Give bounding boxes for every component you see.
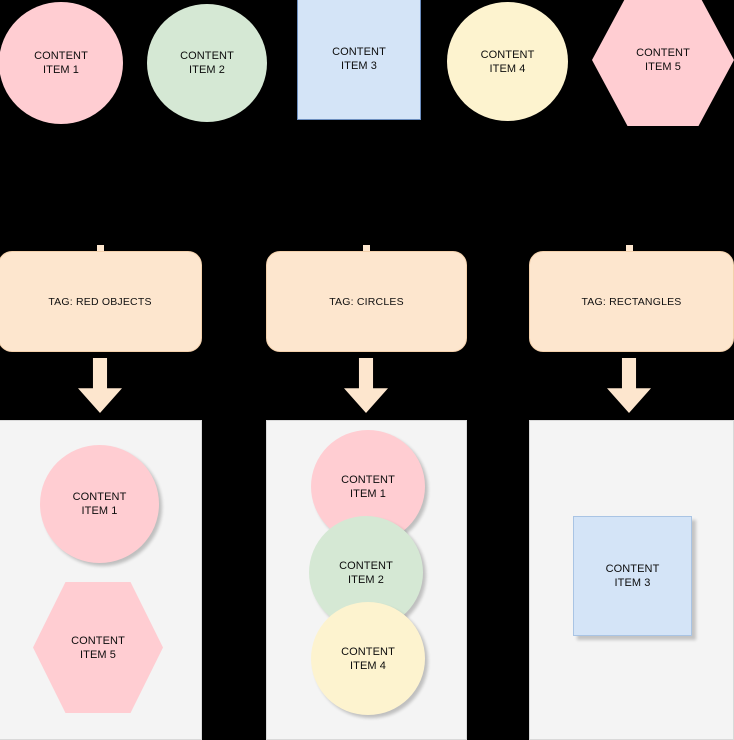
content-item-4-top[interactable]: CONTENT ITEM 4 xyxy=(447,2,568,121)
group-panel-red-objects: CONTENT ITEM 1 CONTENT ITEM 5 xyxy=(0,420,202,740)
group-panel-circles: CONTENT ITEM 1 CONTENT ITEM 2 CONTENT IT… xyxy=(266,420,467,740)
tag-box-red-objects[interactable]: TAG: RED OBJECTS xyxy=(0,251,202,352)
content-item-1-top-label: CONTENT ITEM 1 xyxy=(34,50,88,76)
tag-box-circles-label: TAG: CIRCLES xyxy=(329,295,404,308)
group-member-content-item-2-label: CONTENT ITEM 2 xyxy=(339,559,393,586)
arrow-down-circles xyxy=(344,358,388,413)
content-item-3-top[interactable]: CONTENT ITEM 3 xyxy=(297,0,421,120)
group-member-content-item-1[interactable]: CONTENT ITEM 1 xyxy=(40,445,159,563)
group-panel-rectangles: CONTENT ITEM 3 xyxy=(529,420,734,740)
content-item-5-top-label: CONTENT ITEM 5 xyxy=(636,47,690,73)
group-member-content-item-5-label: CONTENT ITEM 5 xyxy=(71,634,125,661)
arrow-down-red-objects xyxy=(78,358,122,413)
connector-stub-rectangles xyxy=(626,245,633,255)
tag-box-rectangles[interactable]: TAG: RECTANGLES xyxy=(529,251,734,352)
group-member-content-item-3-label: CONTENT ITEM 3 xyxy=(605,563,660,589)
group-member-content-item-4-label: CONTENT ITEM 4 xyxy=(341,645,395,672)
tag-box-circles[interactable]: TAG: CIRCLES xyxy=(266,251,467,352)
connector-stub-circles xyxy=(363,245,370,255)
arrow-down-rectangles xyxy=(607,358,651,413)
group-member-content-item-1-label: CONTENT ITEM 1 xyxy=(72,491,127,517)
connector-stub-red-objects xyxy=(97,245,104,255)
content-item-4-top-label: CONTENT ITEM 4 xyxy=(480,48,535,75)
group-member-content-item-1-label: CONTENT ITEM 1 xyxy=(341,473,395,500)
group-member-content-item-5[interactable]: CONTENT ITEM 5 xyxy=(33,582,163,713)
tag-box-rectangles-label: TAG: RECTANGLES xyxy=(581,295,682,308)
content-item-2-top-label: CONTENT ITEM 2 xyxy=(180,50,234,76)
content-item-3-top-label: CONTENT ITEM 3 xyxy=(332,46,386,72)
content-item-5-top[interactable]: CONTENT ITEM 5 xyxy=(592,0,734,126)
content-item-1-top[interactable]: CONTENT ITEM 1 xyxy=(0,2,123,124)
content-item-2-top[interactable]: CONTENT ITEM 2 xyxy=(147,4,267,122)
group-member-content-item-4[interactable]: CONTENT ITEM 4 xyxy=(311,602,425,715)
group-member-content-item-3[interactable]: CONTENT ITEM 3 xyxy=(573,516,692,636)
tag-box-red-objects-label: TAG: RED OBJECTS xyxy=(48,295,152,308)
